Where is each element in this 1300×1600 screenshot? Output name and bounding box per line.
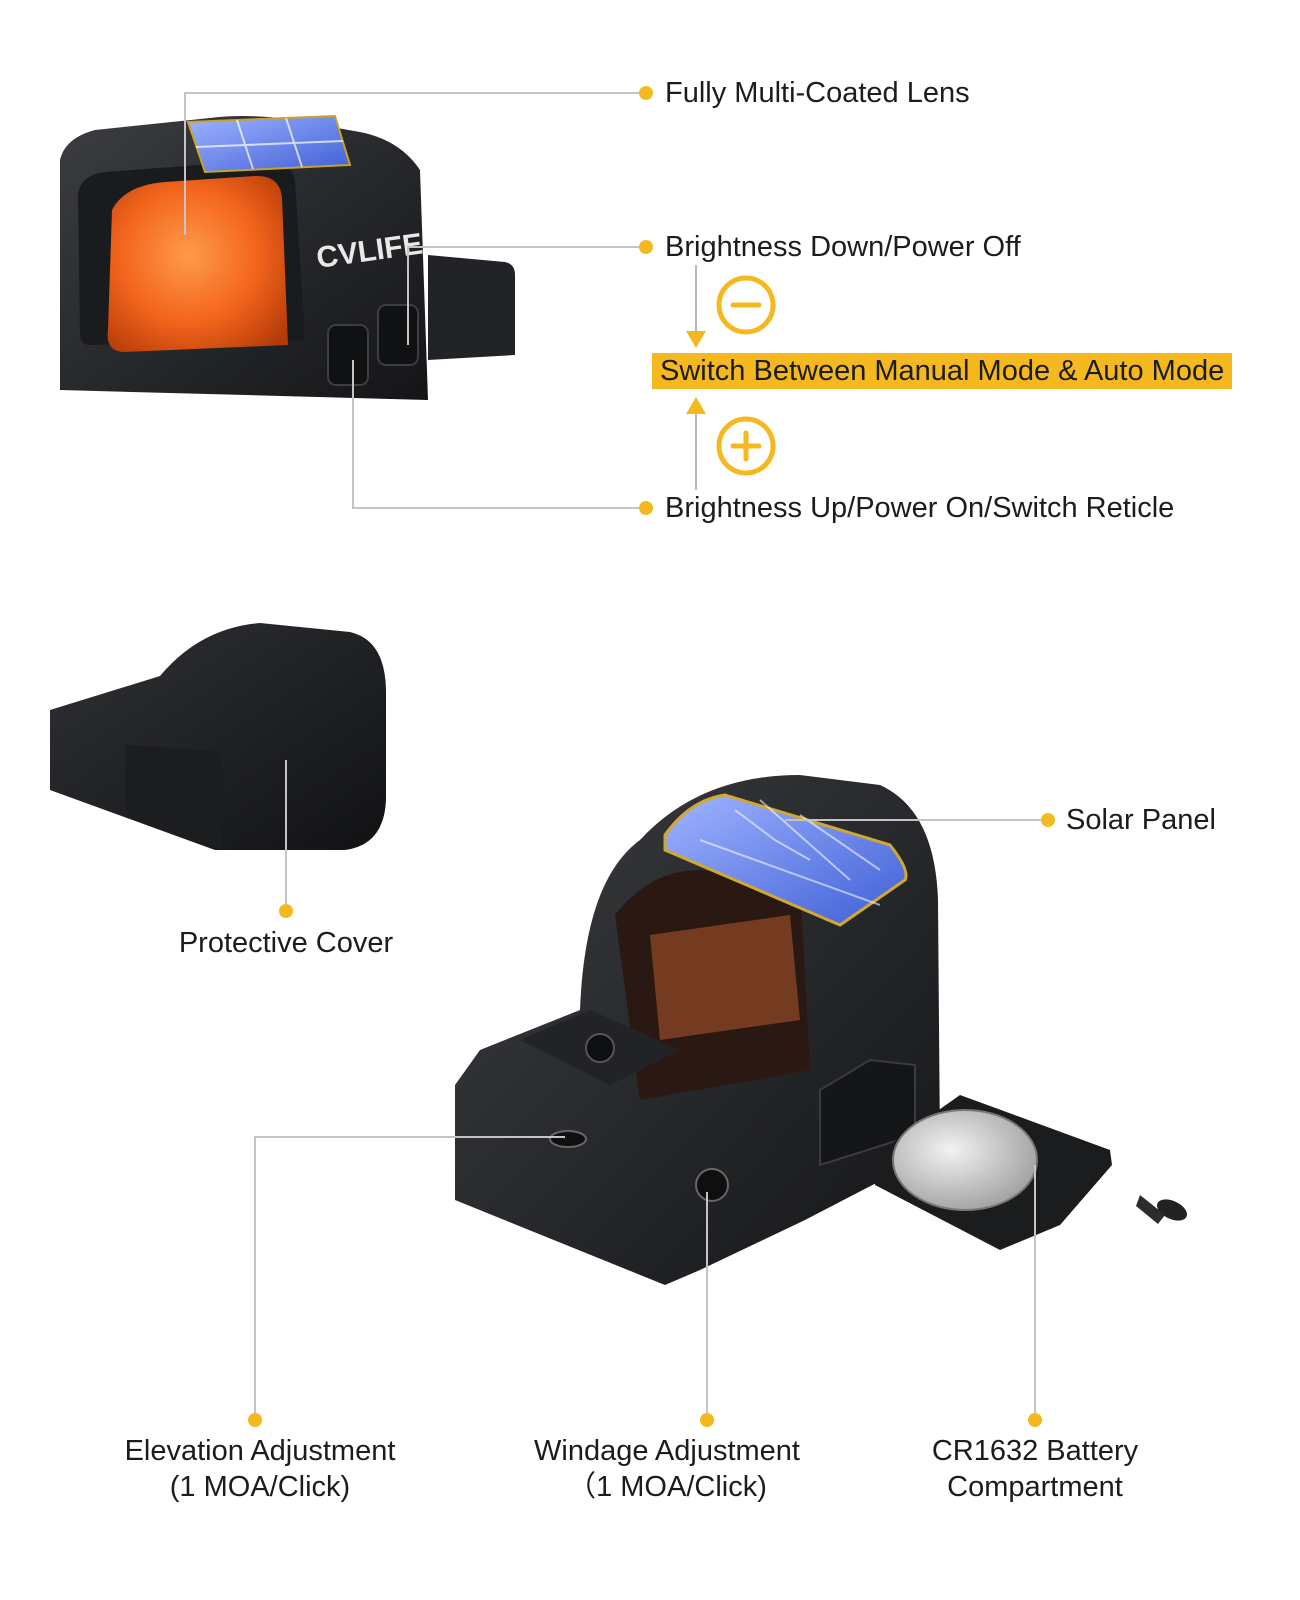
cr1632-battery-image — [893, 1110, 1037, 1210]
windage-label: Windage Adjustment （1 MOA/Click) — [487, 1433, 847, 1505]
brightness-up-label: Brightness Up/Power On/Switch Reticle — [665, 492, 1175, 524]
elevation-leader — [248, 1136, 565, 1427]
protective-cover-leader — [279, 760, 293, 918]
windage-label-line1: Windage Adjustment — [534, 1435, 800, 1467]
battery-label-line1: CR1632 Battery — [931, 1435, 1139, 1467]
lens-leader — [184, 86, 653, 235]
battery-label-line2: Compartment — [947, 1471, 1123, 1503]
minus-circle-icon — [716, 275, 776, 335]
windage-label-line2: （1 MOA/Click) — [567, 1471, 767, 1503]
windage-leader — [700, 1192, 714, 1427]
windage-knob-image — [695, 1168, 729, 1202]
red-dot-sight-front-image: CVLIFE — [60, 116, 515, 400]
solar-panel-leader — [785, 813, 1055, 827]
mode-switch-label: Switch Between Manual Mode & Auto Mode — [652, 353, 1233, 389]
brightness-up-leader — [352, 360, 653, 515]
solar-panel-image — [663, 793, 908, 927]
brightness-up-button-image — [327, 324, 369, 386]
protective-cover-image — [50, 623, 386, 850]
brightness-down-leader — [407, 240, 653, 345]
battery-leader — [1028, 1165, 1042, 1427]
down-arrow — [686, 265, 706, 348]
elevation-label-line2: (1 MOA/Click) — [169, 1471, 351, 1503]
lens-label: Fully Multi-Coated Lens — [665, 77, 970, 109]
elevation-label-line1: Elevation Adjustment — [124, 1435, 396, 1467]
solar-panel-label: Solar Panel — [1066, 804, 1216, 836]
plus-circle-icon — [716, 416, 776, 476]
solar-panel-top-image — [186, 114, 352, 174]
protective-cover-label: Protective Cover — [178, 927, 394, 959]
up-arrow — [686, 397, 706, 490]
brightness-down-button-image — [377, 304, 419, 366]
screw-image — [1136, 1195, 1187, 1224]
brightness-down-label: Brightness Down/Power Off — [665, 231, 1021, 263]
elevation-label: Elevation Adjustment (1 MOA/Click) — [80, 1433, 440, 1505]
battery-tray-image — [875, 1095, 1112, 1250]
battery-label: CR1632 Battery Compartment — [855, 1433, 1215, 1505]
elevation-knob-image — [549, 1130, 587, 1148]
